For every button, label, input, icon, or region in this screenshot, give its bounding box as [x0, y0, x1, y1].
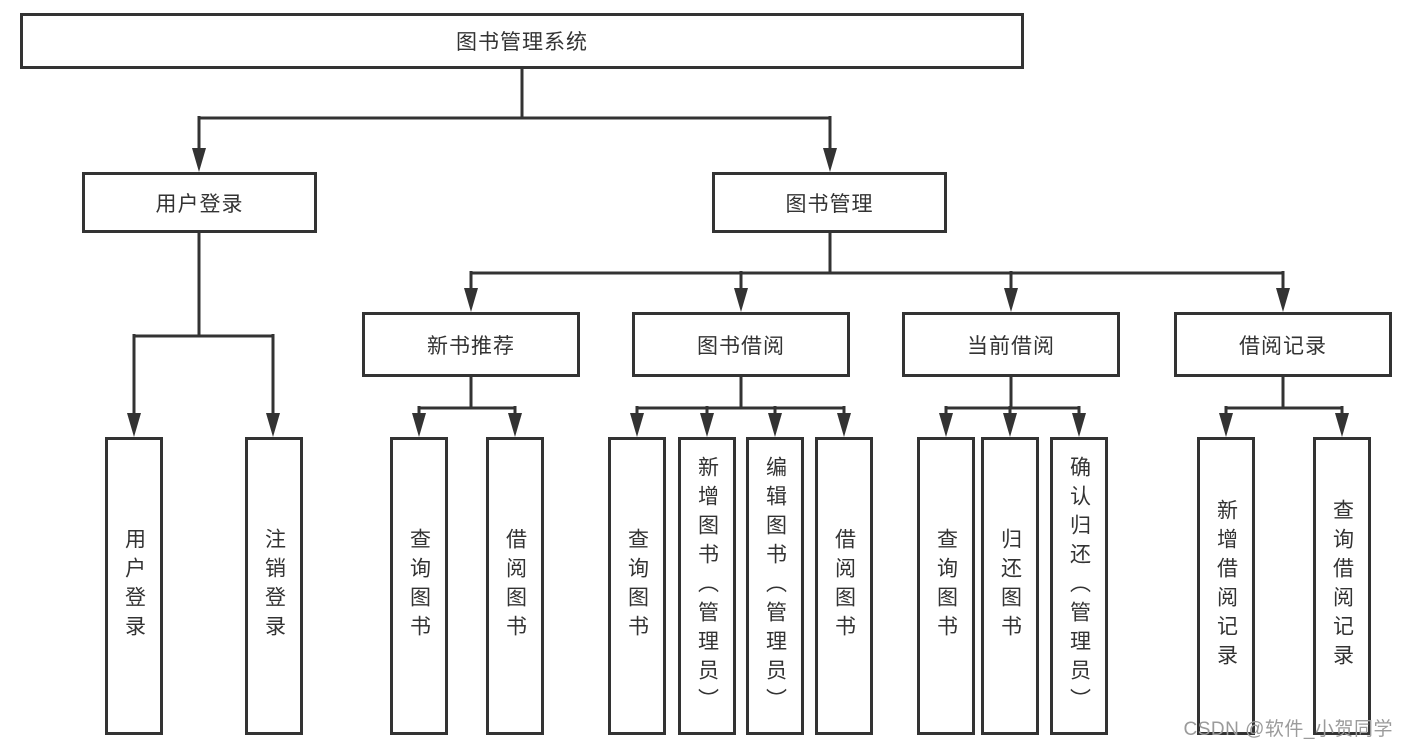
node-book-borrowing: 图书借阅 [632, 312, 850, 377]
leaf-recommend-query-books: 查询图书 [390, 437, 448, 735]
leaf-recommend-borrow-books: 借阅图书 [486, 437, 544, 735]
csdn-watermark: CSDN @软件_小贺同学 [1183, 719, 1393, 740]
leaf-records-add-record: 新增借阅记录 [1197, 437, 1255, 735]
node-borrowing-records: 借阅记录 [1174, 312, 1392, 377]
leaf-borrow-edit-books-admin: 编辑图书（管理员） [746, 437, 804, 735]
leaf-records-query-record: 查询借阅记录 [1313, 437, 1371, 735]
tree-edges [132, 69, 1344, 418]
leaf-current-return-books: 归还图书 [981, 437, 1039, 735]
node-user-login-group: 用户登录 [82, 172, 317, 233]
leaf-logout: 注销登录 [245, 437, 303, 735]
node-current-borrowing: 当前借阅 [902, 312, 1120, 377]
leaf-user-login: 用户登录 [105, 437, 163, 735]
leaf-borrow-query-books: 查询图书 [608, 437, 666, 735]
leaf-current-query-books: 查询图书 [917, 437, 975, 735]
node-library-management-system: 图书管理系统 [20, 13, 1024, 69]
leaf-borrow-borrow-books: 借阅图书 [815, 437, 873, 735]
node-new-book-recommendation: 新书推荐 [362, 312, 580, 377]
node-book-management: 图书管理 [712, 172, 947, 233]
leaf-current-confirm-return-admin: 确认归还（管理员） [1050, 437, 1108, 735]
leaf-borrow-add-books-admin: 新增图书（管理员） [678, 437, 736, 735]
